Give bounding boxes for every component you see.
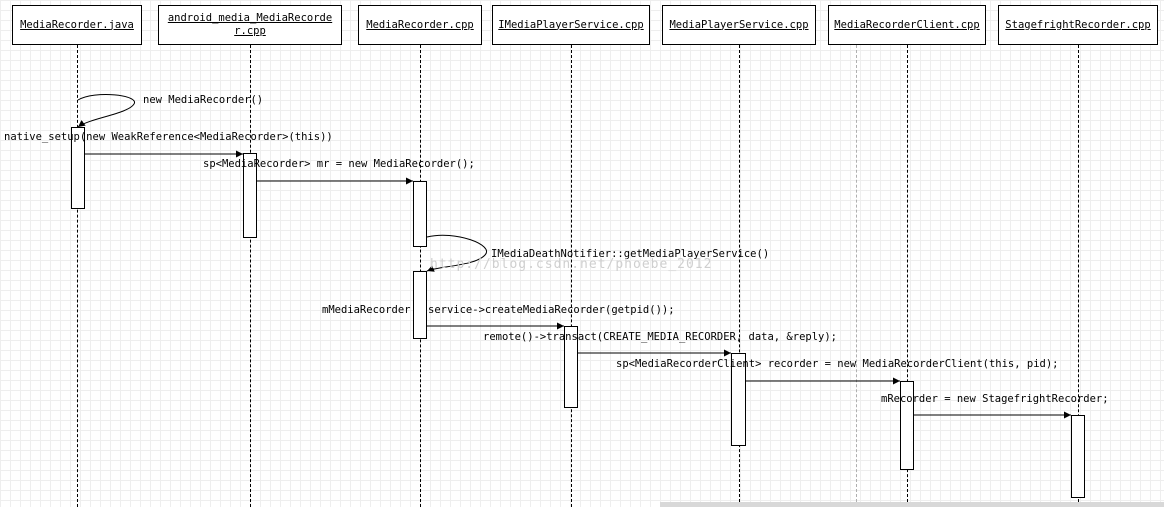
- watermark: http://blog.csdn.net/phoebe_2012: [430, 257, 713, 272]
- lifeline-mediarecorder-java: [77, 45, 78, 507]
- lifeline-android-media-mediarecorder-cpp: [250, 45, 251, 507]
- message-label-transact: remote()->transact(CREATE_MEDIA_RECORDER…: [483, 331, 838, 343]
- activation-mediarecorder-java: [71, 127, 85, 209]
- participant-label: MediaRecorder.cpp: [366, 18, 474, 31]
- activation-imediaplayerservice-cpp: [564, 326, 578, 408]
- participant-label: MediaPlayerService.cpp: [669, 18, 809, 31]
- activation-mediaplayerservice-cpp: [731, 353, 746, 446]
- message-label-create-media-recorder: service->createMediaRecorder(getpid());: [428, 304, 675, 316]
- participant-mediarecorderclient-cpp[interactable]: MediaRecorderClient.cpp: [828, 5, 986, 45]
- participant-label: android_media_MediaRecorder.cpp: [167, 12, 333, 37]
- lifeline-mediaplayerservice-cpp: [739, 45, 740, 507]
- activation-android-media-mediarecorder-cpp: [243, 153, 257, 238]
- message-label-new-mediarecorderclient: sp<MediaRecorderClient> recorder = new M…: [616, 358, 1059, 370]
- message-label-get-media-player-service: IMediaDeathNotifier::getMediaPlayerServi…: [491, 248, 770, 260]
- message-label-new-mediarecorder-native: sp<MediaRecorder> mr = new MediaRecorder…: [203, 158, 475, 170]
- bottom-scroll-shadow: [660, 502, 1164, 507]
- message-label-new-mediarecorder: new MediaRecorder(): [143, 94, 264, 106]
- participant-imediaplayerservice-cpp[interactable]: IMediaPlayerService.cpp: [492, 5, 650, 45]
- activation-mediarecorder-cpp-1: [413, 181, 427, 247]
- participant-android-media-mediarecorder-cpp[interactable]: android_media_MediaRecorder.cpp: [158, 5, 342, 45]
- participant-label: IMediaPlayerService.cpp: [498, 18, 644, 31]
- participant-mediarecorder-cpp[interactable]: MediaRecorder.cpp: [358, 5, 482, 45]
- message-label-new-stagefrightrecorder: mRecorder = new StagefrightRecorder;: [881, 393, 1109, 405]
- activation-mediarecorderclient-cpp: [900, 381, 914, 470]
- participant-label: MediaRecorderClient.cpp: [834, 18, 980, 31]
- lifeline-mediarecorderclient-shadow: [856, 45, 857, 507]
- note-mmediarecorder: mMediaRecorder: [322, 304, 411, 316]
- participant-mediaplayerservice-cpp[interactable]: MediaPlayerService.cpp: [662, 5, 816, 45]
- participant-mediarecorder-java[interactable]: MediaRecorder.java: [12, 5, 142, 45]
- arrow-self-get-media-player-service: [426, 234, 488, 272]
- participant-stagefrightrecorder-cpp[interactable]: StagefrightRecorder.cpp: [998, 5, 1158, 45]
- lifeline-imediaplayerservice-cpp: [571, 45, 572, 507]
- activation-mediarecorder-cpp-2: [413, 271, 427, 339]
- lifeline-mediarecorderclient-cpp: [907, 45, 908, 507]
- lifeline-stagefrightrecorder-cpp: [1078, 45, 1079, 507]
- activation-stagefrightrecorder-cpp: [1071, 415, 1085, 498]
- participant-label: StagefrightRecorder.cpp: [1005, 18, 1151, 31]
- arrow-self-new-mediarecorder: [77, 94, 135, 128]
- message-label-native-setup: native_setup(new WeakReference<MediaReco…: [4, 131, 333, 143]
- participant-label: MediaRecorder.java: [20, 18, 134, 31]
